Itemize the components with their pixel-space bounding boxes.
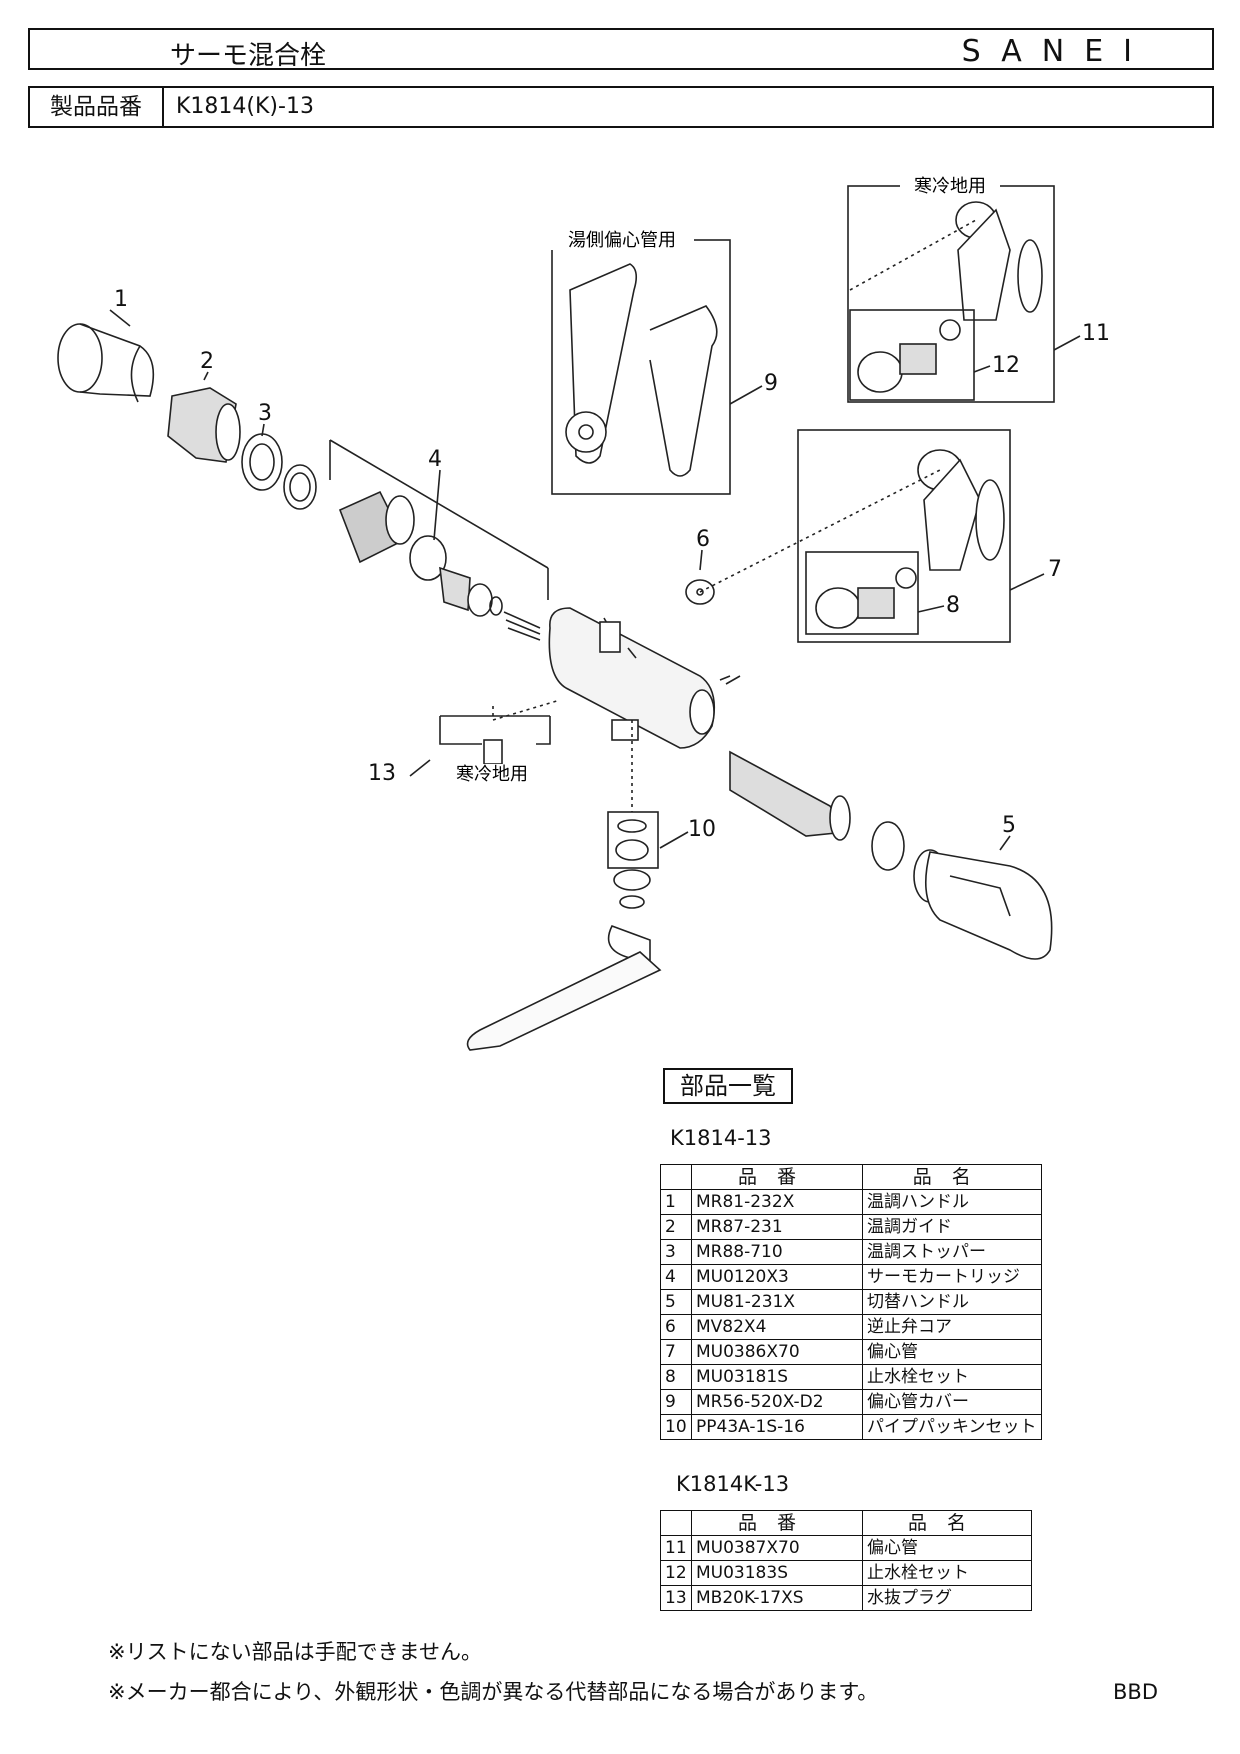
callout-8: 8 xyxy=(946,593,960,618)
callout-2: 2 xyxy=(200,349,214,374)
note-1: ※リストにない部品は手配できません。 xyxy=(108,1640,482,1664)
part-4-thermo-cartridge xyxy=(329,439,549,641)
callout-10: 10 xyxy=(688,817,716,842)
leader-lines xyxy=(109,309,1081,851)
callout-7: 7 xyxy=(1048,557,1062,582)
part-1-temperature-handle xyxy=(57,323,155,403)
callout-5: 5 xyxy=(1002,813,1016,838)
col-code: 品番 xyxy=(691,1510,863,1536)
label-cold-plug-group: 寒冷地用 xyxy=(456,764,528,785)
label-hot-side-group: 湯側偏心管用 xyxy=(568,230,676,251)
note-2: ※メーカー都合により、外観形状・色調が異なる代替部品になる場合があります。 xyxy=(108,1680,879,1704)
part-9-eccentric-cover xyxy=(551,239,731,495)
part-10-pipe-packing-set xyxy=(466,720,662,1051)
part-5-switching-handle xyxy=(729,750,1053,960)
col-name: 品名 xyxy=(862,1164,1042,1190)
part-3-temperature-stopper xyxy=(241,433,317,510)
table-1-model: K1814-13 xyxy=(670,1126,772,1150)
callout-1: 1 xyxy=(114,287,128,312)
product-number-bar: 製品品番 K1814(K)-13 xyxy=(28,86,1214,128)
product-number-label: 製品品番 xyxy=(30,88,164,126)
callout-12: 12 xyxy=(992,353,1020,378)
title-bar: サーモ混合栓 SANEI xyxy=(28,28,1214,71)
callout-3: 3 xyxy=(258,401,272,426)
col-name: 品名 xyxy=(862,1510,1032,1536)
callout-6: 6 xyxy=(696,527,710,552)
faucet-body xyxy=(548,607,741,749)
callout-9: 9 xyxy=(764,371,778,396)
col-code: 品番 xyxy=(691,1164,863,1190)
product-number-value: K1814(K)-13 xyxy=(176,94,314,119)
part-8-stop-valve-set xyxy=(805,551,919,635)
callout-4: 4 xyxy=(428,447,442,472)
part-2-temperature-guide xyxy=(167,387,241,463)
part-7-eccentric-pipe xyxy=(699,429,1011,643)
callout-13: 13 xyxy=(368,761,396,786)
exploded-diagram: 湯側偏心管用 寒冷地用 寒冷地用 1 2 3 4 5 6 7 8 9 10 11… xyxy=(57,176,1110,1051)
brand-logo: SANEI xyxy=(961,34,1152,69)
parts-list-heading: 部品一覧 xyxy=(663,1068,793,1104)
document-code: BBD xyxy=(1113,1680,1158,1704)
part-12-stop-valve-set-cold xyxy=(849,309,975,401)
table-2-model: K1814K-13 xyxy=(676,1472,790,1496)
page-title: サーモ混合栓 xyxy=(170,41,327,71)
col-no xyxy=(660,1510,692,1536)
label-cold-top-group: 寒冷地用 xyxy=(914,176,986,197)
col-no xyxy=(660,1164,692,1190)
part-13-drain-plug xyxy=(439,699,561,765)
callout-11: 11 xyxy=(1082,321,1110,346)
